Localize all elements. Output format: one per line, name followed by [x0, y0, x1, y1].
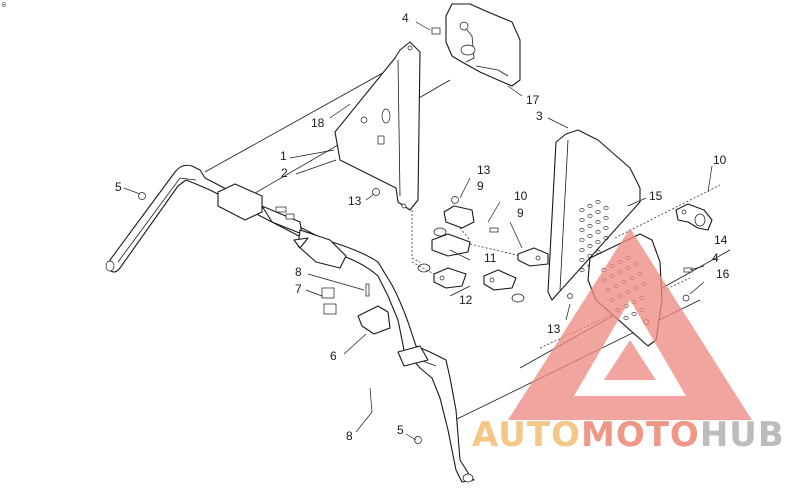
callout-13-lower: 13 [547, 322, 561, 336]
callout-10-mid: 10 [514, 189, 528, 203]
callout-17: 17 [526, 93, 540, 107]
clip-bracket [675, 203, 713, 231]
watermark-text: AUTOMOTOHUB [472, 415, 785, 455]
callout-9-right: 9 [517, 206, 524, 220]
leader-lines [123, 21, 713, 441]
callout-8-upper: 8 [295, 265, 302, 279]
watermark-hub: HUB [700, 415, 785, 455]
callout-13-left: 13 [348, 194, 362, 208]
watermark: AUTOMOTOHUB [472, 228, 785, 455]
top-shield-panel [445, 3, 521, 87]
callout-6: 6 [330, 349, 337, 363]
corner-mark: B [2, 3, 6, 9]
callout-16: 16 [716, 267, 730, 281]
callout-7: 7 [295, 282, 302, 296]
callout-9-mid: 9 [477, 179, 484, 193]
callout-15: 15 [649, 189, 663, 203]
callout-13-mid: 13 [477, 163, 491, 177]
callout-1: 1 [280, 149, 287, 163]
callout-11: 11 [484, 251, 497, 265]
callout-8-lower: 8 [346, 429, 353, 443]
fasteners [138, 27, 693, 444]
callout-4-top: 4 [402, 11, 409, 25]
small-brackets [411, 205, 549, 303]
callout-10-right: 10 [713, 153, 727, 167]
watermark-moto: MOTO [581, 415, 700, 455]
callout-4-right: 4 [712, 251, 719, 265]
callout-5-left: 5 [115, 180, 122, 194]
callout-2: 2 [281, 166, 288, 180]
left-upright-panel [334, 41, 421, 263]
callout-5-bottom: 5 [397, 423, 404, 437]
callout-18: 18 [311, 116, 325, 130]
callout-14: 14 [714, 233, 728, 247]
callout-12: 12 [459, 293, 473, 307]
callout-3: 3 [536, 109, 543, 123]
frame-tube-assembly [105, 164, 475, 483]
watermark-triangle [508, 228, 752, 420]
callout-labels: 4 17 3 18 1 2 5 13 13 9 10 9 15 10 14 11… [115, 11, 730, 443]
watermark-auto: AUTO [472, 415, 581, 455]
